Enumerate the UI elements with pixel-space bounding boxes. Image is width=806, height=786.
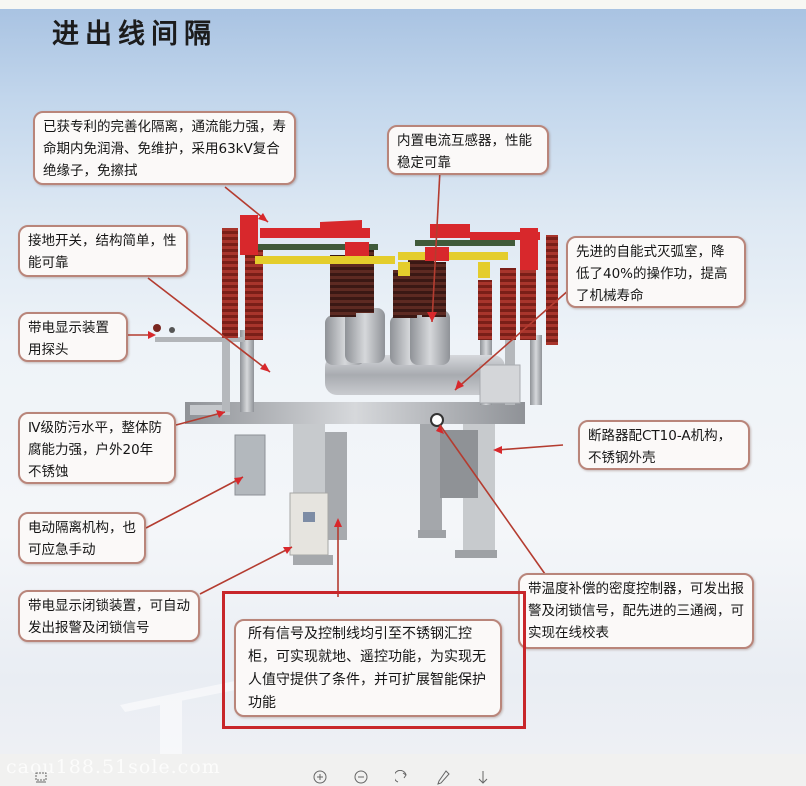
top-bar [0, 0, 806, 9]
zoom-in-icon[interactable] [313, 770, 329, 786]
callout-live-lock: 带电显示闭锁装置，可自动发出报警及闭锁信号 [18, 590, 200, 642]
callout-density-controller: 带温度补偿的密度控制器，可发出报警及闭锁信号，配先进的三通阀，可实现在线校表 [518, 573, 754, 649]
callout-motor-isolation: 电动隔离机构，也可应急手动 [18, 512, 146, 564]
callout-live-probe: 带电显示装置用探头 [18, 312, 128, 362]
highlight-frame [222, 591, 526, 729]
fit-screen-icon[interactable] [34, 770, 50, 786]
callout-earthing-switch: 接地开关，结构简单，性能可靠 [18, 225, 188, 277]
download-icon[interactable] [476, 770, 492, 786]
watermark: caou188.51sole.com [6, 756, 221, 778]
viewer-toolbar [0, 754, 806, 786]
callout-patent-isolation: 已获专利的完善化隔离，通流能力强，寿命期内免润滑、免维护，采用63kV复合绝缘子… [33, 111, 296, 185]
switchgear-illustration [120, 169, 579, 755]
page-title: 进出线间隔 [52, 19, 217, 50]
callout-arc-chamber: 先进的自能式灭弧室，降低了40%的操作功，提高了机械寿命 [566, 236, 746, 308]
rotate-icon[interactable] [395, 770, 411, 786]
wind-turbine-background [120, 680, 245, 755]
callout-breaker-mechanism: 断路器配CT10-A机构，不锈钢外壳 [578, 420, 750, 470]
callout-builtin-ct: 内置电流互感器，性能稳定可靠 [387, 125, 549, 175]
edit-icon[interactable] [436, 770, 452, 786]
callout-control-cabinet: 所有信号及控制线均引至不锈钢汇控柜，可实现就地、遥控功能，为实现无人值守提供了条… [234, 619, 502, 717]
callout-pollution-level: Ⅳ级防污水平，整体防腐能力强，户外20年不锈蚀 [18, 412, 176, 484]
zoom-out-icon[interactable] [354, 770, 370, 786]
